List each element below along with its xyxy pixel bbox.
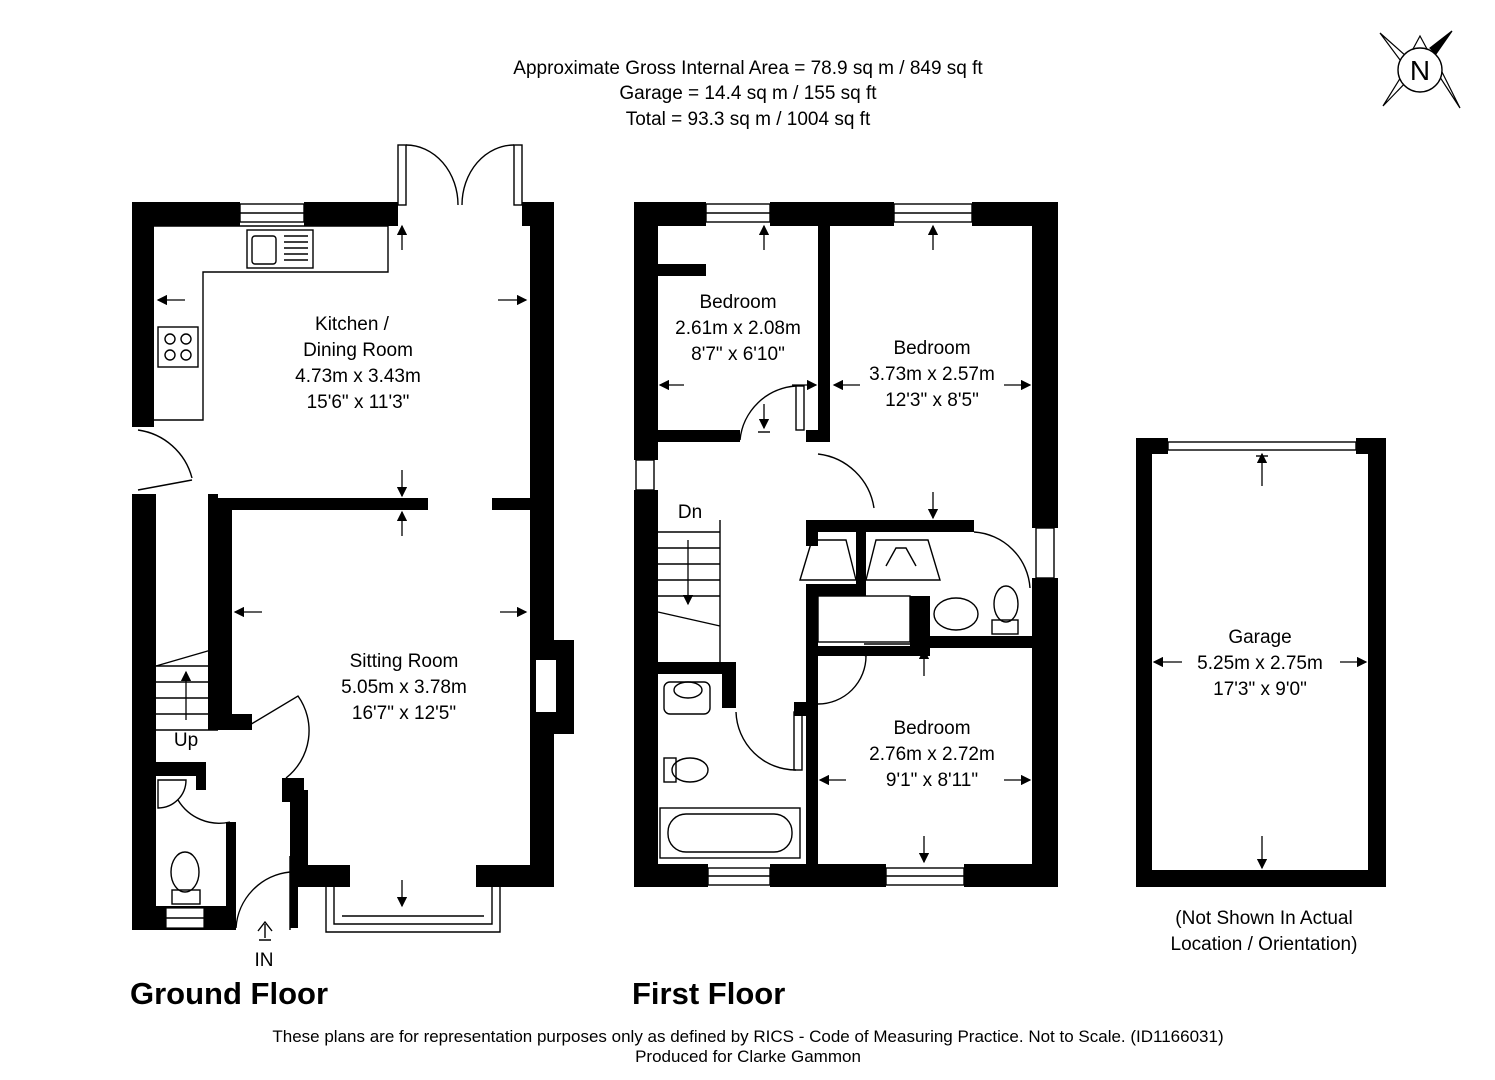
sitting-room-name: Sitting Room bbox=[350, 651, 459, 672]
kitchen-metric: 4.73m x 3.43m bbox=[295, 366, 421, 387]
garage-imperial: 17'3" x 9'0" bbox=[1213, 679, 1307, 700]
garage-plan: Garage 5.25m x 2.75m 17'3" x 9'0" (Not S… bbox=[1136, 438, 1386, 955]
bedroom-1-name: Bedroom bbox=[699, 292, 776, 313]
first-floor-plan: Bedroom 2.61m x 2.08m 8'7" x 6'10" Bedro… bbox=[632, 202, 1058, 1011]
garage-note-2: Location / Orientation) bbox=[1171, 934, 1358, 955]
kitchen-name-2: Dining Room bbox=[303, 340, 413, 361]
sitting-room-imperial: 16'7" x 12'5" bbox=[352, 703, 456, 724]
footer-disclaimer: These plans are for representation purpo… bbox=[272, 1027, 1223, 1046]
stairs-down-label: Dn bbox=[678, 502, 702, 523]
garage-metric: 5.25m x 2.75m bbox=[1197, 653, 1323, 674]
area-line-2: Garage = 14.4 sq m / 155 sq ft bbox=[619, 83, 877, 104]
bedroom-3-name: Bedroom bbox=[893, 718, 970, 739]
ground-floor-plan: Kitchen / Dining Room 4.73m x 3.43m 15'6… bbox=[130, 144, 574, 1011]
bedroom-1-imperial: 8'7" x 6'10" bbox=[691, 344, 785, 365]
bedroom-2-imperial: 12'3" x 8'5" bbox=[885, 390, 979, 411]
kitchen-name-1: Kitchen / bbox=[315, 314, 390, 335]
bedroom-3-imperial: 9'1" x 8'11" bbox=[886, 770, 978, 791]
bedroom-1-metric: 2.61m x 2.08m bbox=[675, 318, 801, 339]
north-compass-icon: N bbox=[1379, 30, 1461, 109]
garage-note-1: (Not Shown In Actual bbox=[1175, 908, 1352, 929]
bedroom-3-metric: 2.76m x 2.72m bbox=[869, 744, 995, 765]
stairs-up-label: Up bbox=[174, 730, 198, 751]
entrance-label: IN bbox=[255, 950, 274, 971]
first-floor-title: First Floor bbox=[632, 976, 785, 1011]
footer-produced-for: Produced for Clarke Gammon bbox=[635, 1047, 861, 1066]
compass-label: N bbox=[1410, 55, 1430, 86]
kitchen-imperial: 15'6" x 11'3" bbox=[307, 392, 410, 413]
sitting-room-metric: 5.05m x 3.78m bbox=[341, 677, 467, 698]
bedroom-2-name: Bedroom bbox=[893, 338, 970, 359]
area-line-3: Total = 93.3 sq m / 1004 sq ft bbox=[626, 109, 871, 130]
garage-name: Garage bbox=[1228, 627, 1291, 648]
ground-floor-title: Ground Floor bbox=[130, 976, 328, 1011]
area-line-1: Approximate Gross Internal Area = 78.9 s… bbox=[513, 58, 983, 79]
bedroom-2-metric: 3.73m x 2.57m bbox=[869, 364, 995, 385]
